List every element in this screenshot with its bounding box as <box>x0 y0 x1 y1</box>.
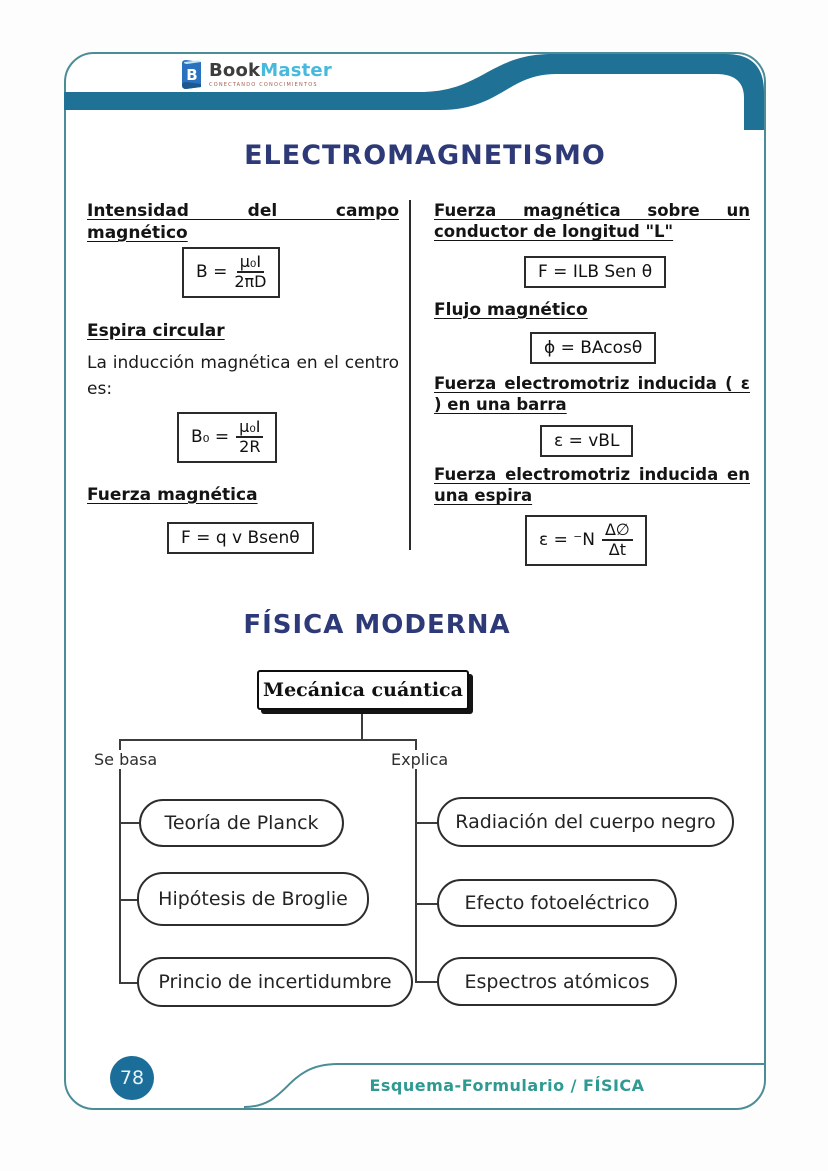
formula-box-fuerza-conductor: F = ILB Sen θ <box>524 256 667 288</box>
connector-right-branch <box>415 739 417 983</box>
fraction-numerator: Δ∅ <box>601 520 633 542</box>
formula-text: ϕ = BAcosθ <box>544 338 643 358</box>
bookmaster-logo: B BookMaster CONECTANDO CONOCIMIENTOS <box>178 58 332 90</box>
connector-root-stem <box>361 714 363 739</box>
formula-box-fuerza-magnetica: F = q v Bsenθ <box>167 522 314 554</box>
heading-fem-espira: Fuerza electromotriz inducida en una esp… <box>434 465 750 506</box>
node-hipotesis-broglie: Hipótesis de Broglie <box>137 872 369 926</box>
section-title-electromagnetismo: ELECTROMAGNETISMO <box>244 140 606 171</box>
brand-name: BookMaster <box>209 62 332 80</box>
node-espectros-atomicos: Espectros atómicos <box>437 957 677 1006</box>
formula-box-fem-espira: ε = ⁻N Δ∅ Δt <box>525 515 647 566</box>
formula-text: F = q v Bsenθ <box>181 528 300 548</box>
formula-lhs: ε = ⁻N <box>539 530 595 551</box>
node-efecto-fotoelectrico: Efecto fotoeléctrico <box>437 879 677 927</box>
heading-intensidad-campo: Intensidad del campo magnético <box>87 201 399 244</box>
formula-box-espira: B₀ = μ₀I 2R <box>177 412 278 463</box>
connector-tick <box>119 982 139 984</box>
connector-tick <box>119 822 141 824</box>
formula-box-flujo: ϕ = BAcosθ <box>530 332 657 364</box>
paragraph-induccion: La inducción magnética en el centro es: <box>87 353 399 400</box>
footer-label: Esquema-Formulario / FÍSICA <box>369 1076 645 1095</box>
node-radiacion-cuerpo-negro: Radiación del cuerpo negro <box>437 797 734 847</box>
page-card: B BookMaster CONECTANDO CONOCIMIENTOS EL… <box>64 52 766 1110</box>
brand-tagline: CONECTANDO CONOCIMIENTOS <box>209 82 318 88</box>
formula-fraction: Δ∅ Δt <box>601 520 633 560</box>
page-number-badge: 78 <box>110 1056 154 1100</box>
node-mecanica-cuantica: Mecánica cuántica <box>257 670 469 710</box>
brand-book: Book <box>209 60 261 81</box>
connector-tick <box>415 981 439 983</box>
column-divider <box>409 200 411 550</box>
fraction-denominator: 2πD <box>234 272 267 292</box>
branch-label-se-basa: Se basa <box>90 750 162 769</box>
connector-left-branch <box>119 739 121 984</box>
fraction-numerator: μ₀I <box>236 417 264 439</box>
brand-master: Master <box>260 60 332 81</box>
node-teoria-planck: Teoría de Planck <box>139 799 344 847</box>
heading-flujo-magnetico: Flujo magnético <box>434 300 588 320</box>
node-principio-incertidumbre: Princio de incertidumbre <box>137 957 413 1007</box>
connector-tick <box>415 822 439 824</box>
formula-box-fem-barra: ε = vBL <box>540 425 634 457</box>
svg-text:B: B <box>186 66 197 84</box>
formula-fraction: μ₀I 2R <box>236 417 264 457</box>
book-icon: B <box>182 60 201 89</box>
section-title-fisica-moderna: FÍSICA MODERNA <box>243 610 511 640</box>
formula-lhs: B = <box>196 262 228 283</box>
heading-fuerza-magnetica: Fuerza magnética <box>87 485 258 505</box>
header-band <box>64 54 764 130</box>
heading-espira-circular: Espira circular <box>87 321 225 341</box>
connector-rail <box>119 739 417 741</box>
fraction-numerator: μ₀I <box>236 252 265 274</box>
connector-tick <box>415 903 439 905</box>
footer-swoosh <box>243 1063 766 1108</box>
logo-text: BookMaster CONECTANDO CONOCIMIENTOS <box>209 58 332 88</box>
heading-fem-barra: Fuerza electromotriz inducida ( ε ) en u… <box>434 374 750 415</box>
formula-text: ε = vBL <box>554 431 620 451</box>
formula-lhs: B₀ = <box>191 427 230 448</box>
branch-label-explica: Explica <box>387 750 453 769</box>
formula-fraction: μ₀I 2πD <box>234 252 267 292</box>
heading-fuerza-conductor: Fuerza magnética sobre un conductor de l… <box>434 201 750 242</box>
formula-text: F = ILB Sen θ <box>538 262 653 282</box>
formula-box-intensidad: B = μ₀I 2πD <box>182 247 281 298</box>
fraction-denominator: Δt <box>608 540 626 560</box>
fraction-denominator: 2R <box>239 437 261 457</box>
connector-tick <box>119 899 139 901</box>
